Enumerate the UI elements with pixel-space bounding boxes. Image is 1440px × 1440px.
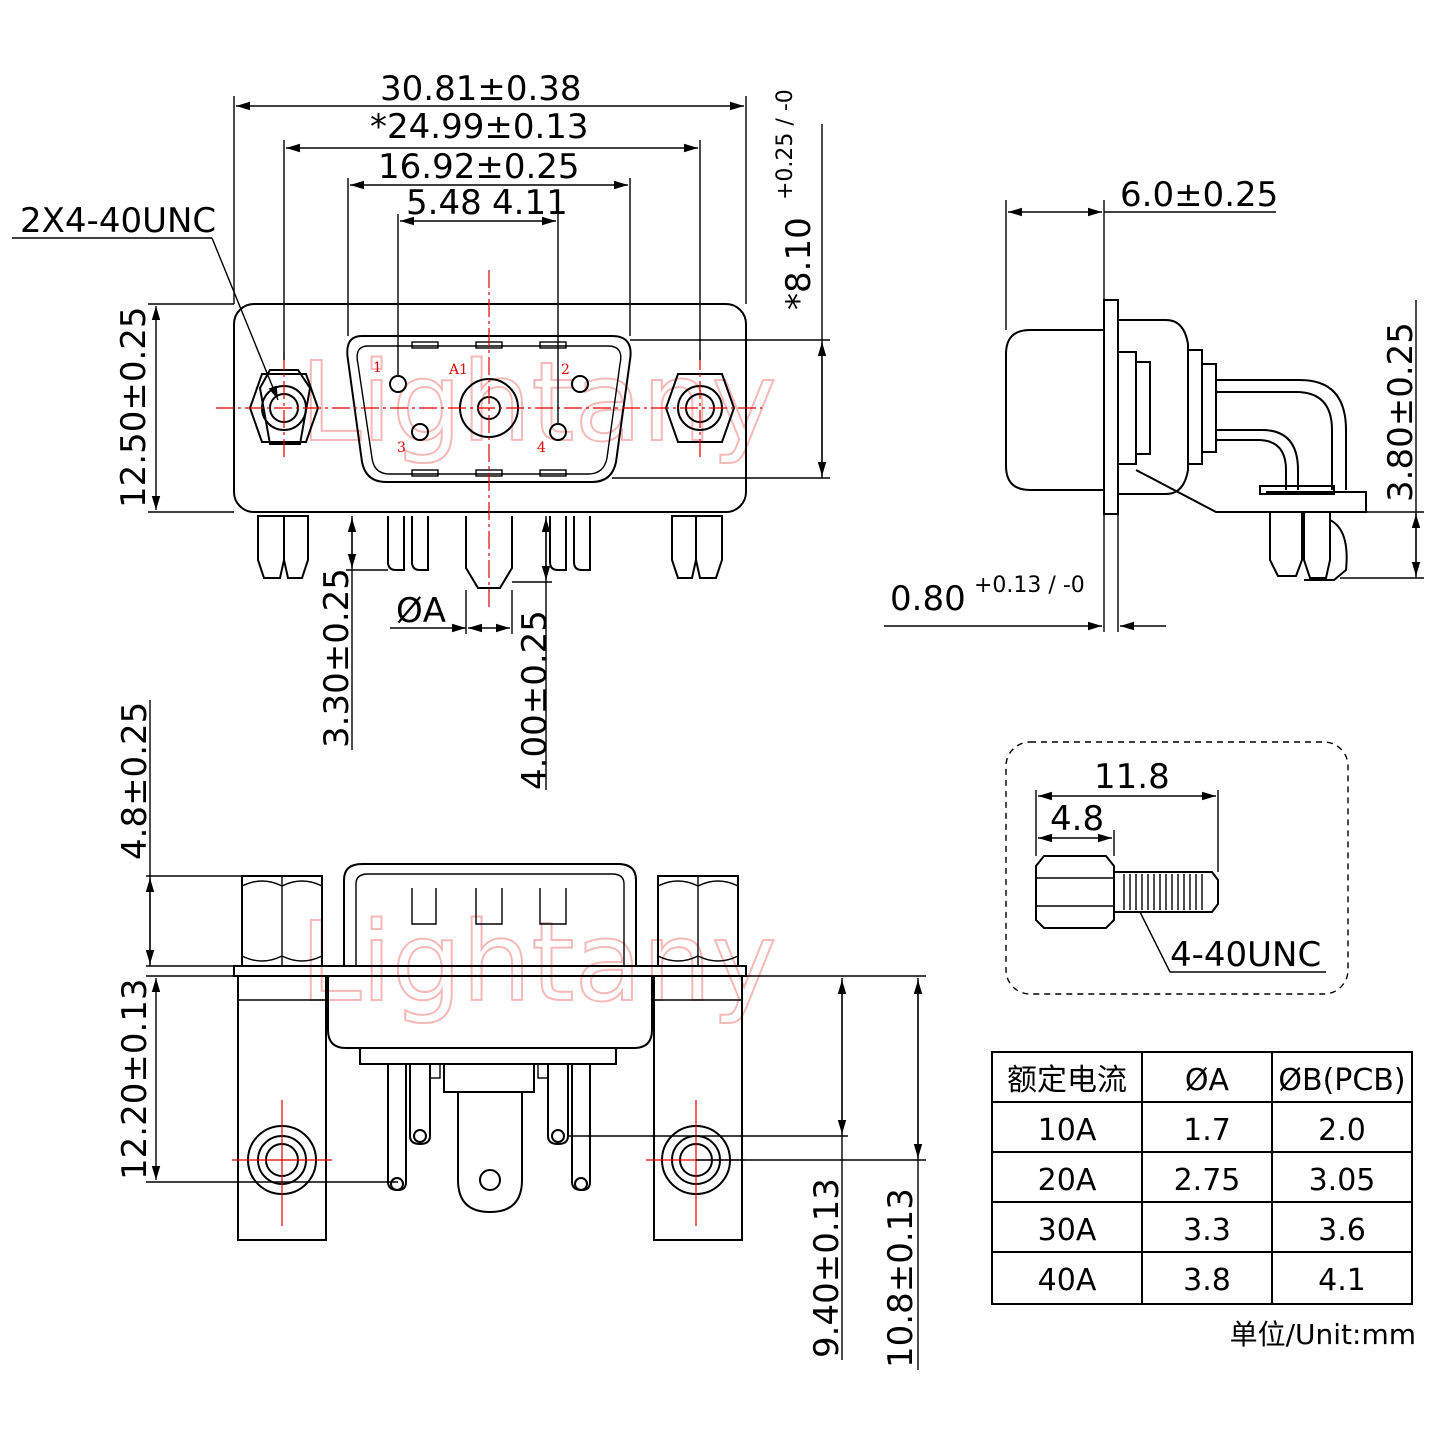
screw-thread [1114, 871, 1219, 913]
watermark: Lightany [300, 898, 777, 1026]
dim-screw-total: 11.8 [1094, 757, 1170, 797]
bottom-shell-top [343, 863, 637, 966]
table-cell: 40A [1038, 1263, 1097, 1298]
bottom-view: 4.8±0.25 12.20±0.13 9.40±0.13 10.8±0.13 [115, 700, 926, 1370]
table-cell: 3.3 [1183, 1213, 1231, 1248]
dim-row-2: 10.8±0.13 [881, 1188, 921, 1368]
dim-screw-head: 4.8 [1050, 799, 1104, 839]
dim-shell-height: *8.10 [779, 217, 819, 310]
dim-shell-height-tol: +0.25 / -0 [773, 89, 798, 200]
d-shell-outer [346, 335, 632, 483]
standoff-right [653, 975, 743, 1241]
front-view: 1 A1 2 3 4 30.81± [12, 69, 830, 790]
dim-pitch-left: 5.48 [406, 183, 482, 223]
pin-label-1: 1 [373, 360, 382, 376]
pin-label-a1: A1 [448, 362, 468, 378]
table-header-phi-a: ØA [1185, 1063, 1230, 1098]
dim-thread-callout: 2X4-40UNC [20, 201, 216, 241]
pin-label-4: 4 [537, 440, 546, 456]
dim-flange-height: 12.50±0.25 [114, 306, 154, 508]
table-cell: 3.6 [1318, 1213, 1366, 1248]
dim-shell-width: 16.92±0.25 [378, 147, 580, 187]
current-table: 额定电流 ØA ØB(PCB) 10A 1.7 2.0 20A 2.75 3.0… [991, 1051, 1413, 1305]
dim-side-height: 3.80±0.25 [1381, 322, 1421, 502]
table-cell: 3.05 [1309, 1163, 1376, 1198]
contact-3 [411, 423, 429, 441]
table-cell: 10A [1038, 1113, 1097, 1148]
screw-detail-frame [1005, 741, 1349, 995]
side-view: 6.0±0.25 3.80±0.25 0.80 +0.13 / -0 [884, 175, 1424, 632]
front-pins [257, 515, 723, 589]
bottom-flange [233, 965, 747, 977]
table-header-current: 额定电流 [1007, 1063, 1127, 1098]
table-frame [991, 1051, 1413, 1305]
table-cell: 3.8 [1183, 1263, 1231, 1298]
table-cell: 30A [1038, 1213, 1097, 1248]
dim-pcb-to-hole: 12.20±0.13 [115, 978, 155, 1180]
d-shell-inner [356, 345, 622, 475]
dim-screw-thread: 4-40UNC [1170, 935, 1321, 975]
pin-label-2: 2 [561, 362, 570, 378]
dim-flange-thickness-tol: +0.13 / -0 [974, 573, 1085, 598]
dim-hole-pitch: *24.99±0.13 [370, 107, 589, 147]
contact-2 [571, 375, 589, 393]
dim-pitch-right: 4.11 [492, 183, 568, 223]
dim-phi-a: ØA [396, 591, 446, 631]
dim-flange-thickness: 0.80 [890, 579, 966, 619]
dim-overall-width: 30.81±0.38 [380, 69, 582, 109]
screw-hex-head [1035, 855, 1115, 929]
pin-label-3: 3 [397, 440, 406, 456]
table-cell: 4.1 [1318, 1263, 1366, 1298]
table-cell: 1.7 [1183, 1113, 1231, 1148]
dim-side-depth: 6.0±0.25 [1120, 175, 1278, 215]
table-cell: 2.75 [1174, 1163, 1241, 1198]
screw-detail: 11.8 4.8 4-40UNC [1005, 741, 1349, 995]
table-header-phi-b: ØB(PCB) [1278, 1063, 1405, 1098]
standoff-left [237, 975, 327, 1241]
side-shell [1005, 329, 1105, 491]
dim-nut-height: 4.8±0.25 [115, 702, 155, 860]
dim-pin-len-left: 3.30±0.25 [317, 568, 357, 748]
unit-note: 单位/Unit:mm [1230, 1318, 1416, 1351]
dim-pin-len-power: 4.00±0.25 [515, 610, 555, 790]
table-cell: 20A [1038, 1163, 1097, 1198]
watermark: Lightany [300, 338, 777, 466]
table-cell: 2.0 [1318, 1113, 1366, 1148]
dim-row-1: 9.40±0.13 [807, 1178, 847, 1358]
side-flange [1103, 299, 1119, 515]
